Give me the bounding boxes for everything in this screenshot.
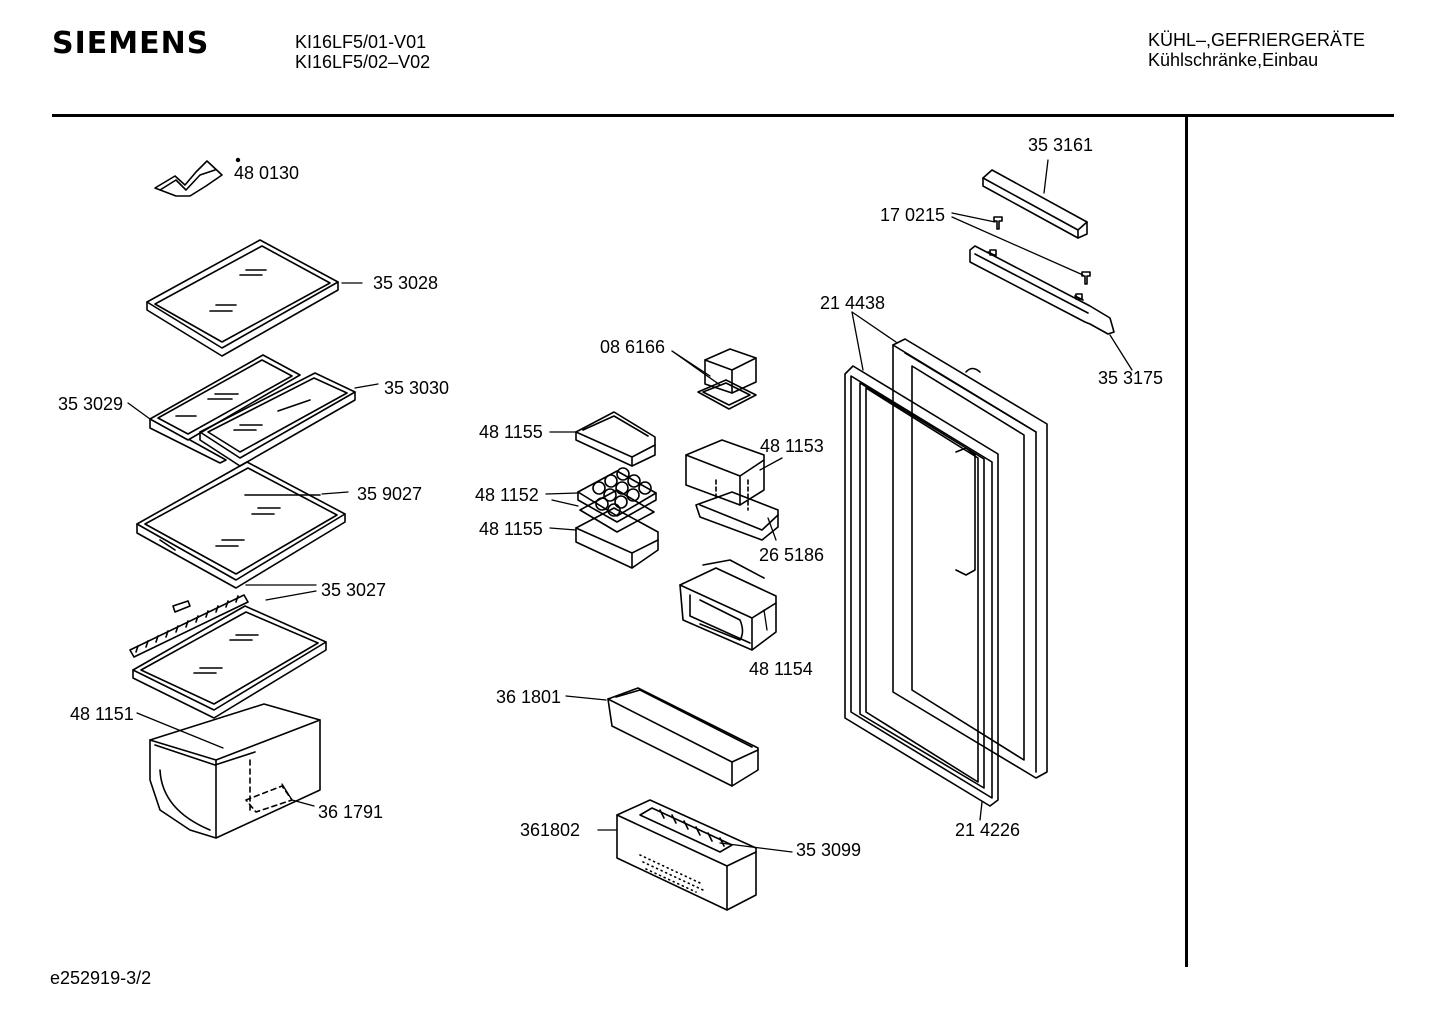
label-p170215: 17 0215 [880, 205, 945, 225]
part-481151-crisper-drawer [149, 703, 321, 839]
model-number-2: KI16LF5/02–V02 [295, 52, 431, 72]
part-353029-glass-shelf-left [149, 354, 301, 464]
part-labels: 48 0130 35 3028 35 3029 35 3030 35 9027 … [58, 135, 1163, 860]
part-265186-dairy-lid [695, 491, 779, 541]
leader-lines [127, 159, 1133, 853]
label-p086166: 08 6166 [600, 337, 665, 357]
part-481155-egg-shelf-bottom [575, 507, 659, 569]
label-p361791: 36 1791 [318, 802, 383, 822]
label-p353030: 35 3030 [384, 378, 449, 398]
label-p353028: 35 3028 [373, 273, 438, 293]
label-p361802: 361802 [520, 820, 580, 840]
part-361802-bottle-bin [616, 799, 757, 911]
part-086166-butter-box [697, 348, 757, 410]
part-481152-egg-tray [577, 467, 657, 533]
label-p353161: 35 3161 [1028, 135, 1093, 155]
label-p353099: 35 3099 [796, 840, 861, 860]
label-p265186: 26 5186 [759, 545, 824, 565]
label-p214438: 21 4438 [820, 293, 885, 313]
part-481155-egg-shelf-top [575, 411, 656, 467]
part-361801-bottle-shelf [607, 687, 759, 787]
part-214226-door-gasket [844, 365, 999, 807]
label-p481153: 48 1153 [760, 436, 824, 456]
side-rule [1185, 117, 1188, 967]
label-p353029: 35 3029 [58, 394, 123, 414]
part-353028-glass-shelf [146, 239, 339, 357]
part-481154-door-bin [679, 559, 777, 651]
label-p359027: 35 9027 [357, 484, 422, 504]
drawing-id: e252919-3/2 [50, 968, 152, 988]
part-353161-hinge-cover [982, 169, 1088, 239]
label-p353027: 35 3027 [321, 580, 386, 600]
part-353030-glass-shelf-right [199, 372, 356, 467]
label-p481155b: 48 1155 [479, 519, 543, 539]
label-p480130: 48 0130 [234, 163, 299, 183]
part-170215-screws [993, 216, 1091, 285]
part-480130-clip [154, 157, 241, 197]
label-p481151: 48 1151 [70, 704, 134, 724]
label-p481152: 48 1152 [475, 485, 539, 505]
label-p214226: 21 4226 [955, 820, 1020, 840]
label-p361801: 36 1801 [496, 687, 561, 707]
header-rule [52, 114, 1394, 117]
model-number-1: KI16LF5/01-V01 [295, 32, 427, 52]
label-p481155a: 48 1155 [479, 422, 543, 442]
category-subtitle: Kühlschränke,Einbau [1148, 50, 1319, 70]
label-p353175: 35 3175 [1098, 368, 1163, 388]
part-214438-door-panel [892, 338, 1048, 779]
part-481153-dairy-compartment [685, 439, 765, 511]
label-p481154: 48 1154 [749, 659, 813, 679]
part-353175-hinge-plate [969, 245, 1115, 335]
brand-logo: SIEMENS [52, 26, 210, 61]
part-353027-glass-shelf-rack [129, 594, 327, 719]
part-359027-glass-shelf [136, 461, 346, 589]
category-title: KÜHL–,GEFRIERGERÄTE [1148, 30, 1366, 50]
